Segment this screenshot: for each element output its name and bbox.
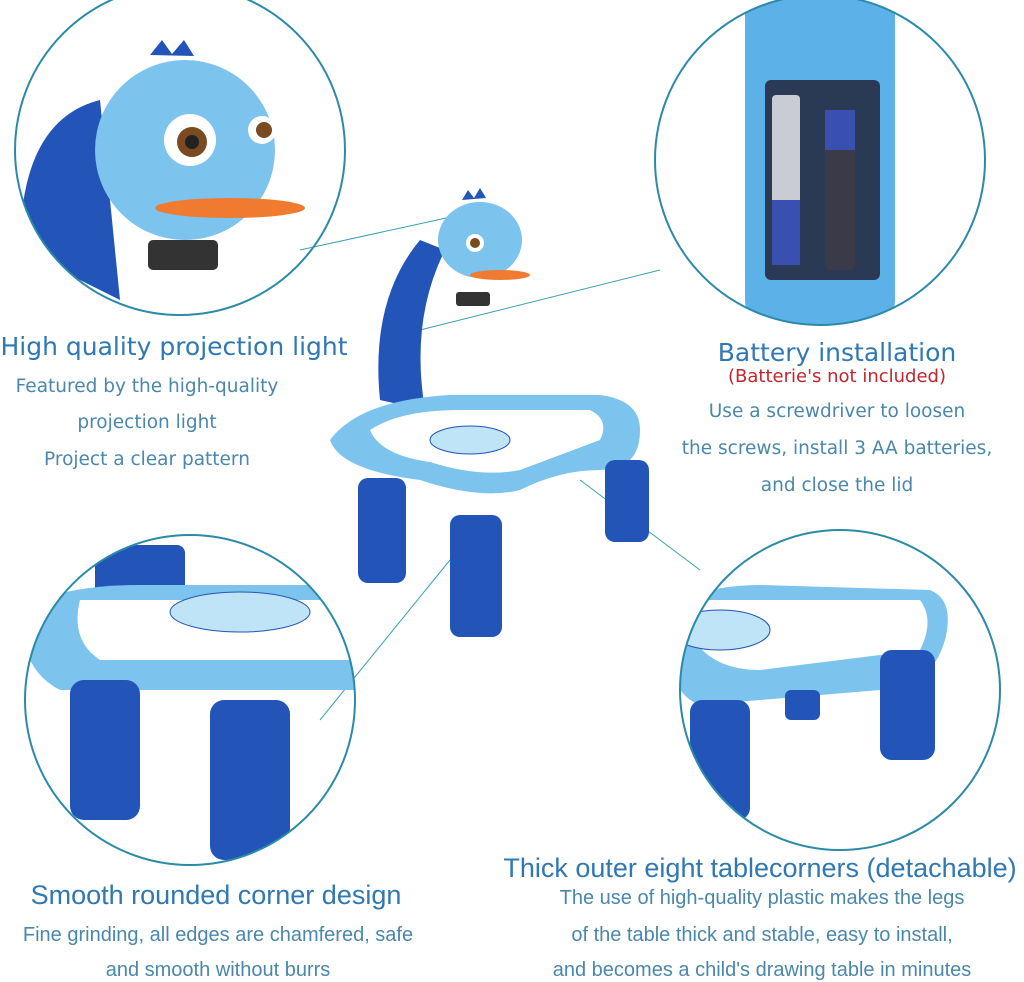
table-legs-closeup [679, 529, 1001, 851]
projector-table-image [330, 188, 649, 637]
battery-compartment-closeup [654, 0, 986, 326]
feature-title: Thick outer eight tablecorners (detachab… [503, 853, 1017, 883]
feature-line: Project a clear pattern [44, 449, 250, 470]
feature-line: projection light [77, 412, 217, 433]
feature-line: Featured by the high-quality [15, 376, 279, 397]
feature-title: Battery installation [717, 338, 957, 367]
feature-line: and close the lid [760, 475, 914, 496]
battery-note: (Batterie's not included) [728, 366, 946, 387]
feature-line: Fine grinding, all edges are chamfered, … [22, 924, 414, 946]
projection-head-closeup [14, 0, 346, 316]
feature-line: of the table thick and stable, easy to i… [571, 924, 953, 946]
feature-title: Smooth rounded corner design [30, 880, 402, 910]
feature-line: Use a screwdriver to loosen [708, 401, 966, 422]
feature-line: the screws, install 3 AA batteries, [681, 438, 993, 459]
feature-title: High quality projection light [0, 332, 348, 361]
feature-line: and becomes a child's drawing table in m… [552, 959, 972, 981]
rounded-corner-closeup [24, 534, 356, 866]
feature-line: and smooth without burrs [105, 959, 331, 981]
feature-line: The use of high-quality plastic makes th… [559, 887, 965, 909]
